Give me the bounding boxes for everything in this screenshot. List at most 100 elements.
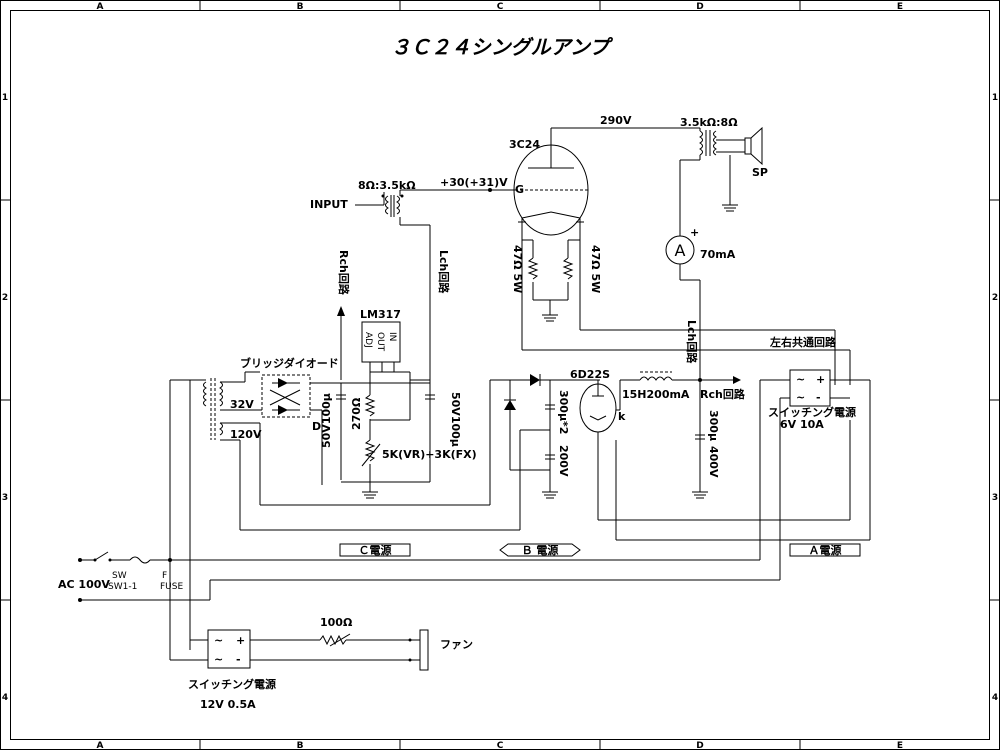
grid-row-1-left: 1 (2, 93, 8, 103)
cap-400v-label: 400V (707, 446, 720, 478)
output-transformer (699, 130, 717, 156)
grid-col-e-top: E (897, 2, 903, 12)
a-supply-tag: Ａ電源 (789, 543, 861, 557)
ammeter-plus: + (690, 226, 699, 239)
cap-50v-100u-a-label: 50V100μ (320, 393, 333, 448)
power-switch (94, 551, 109, 561)
tube-3c24 (513, 128, 589, 236)
resistor-270 (364, 394, 376, 417)
common-circuit-label: 左右共通回路 (769, 335, 837, 349)
rectifier-tube-6d22s (579, 380, 617, 433)
grid-row-3-right: 3 (992, 493, 998, 503)
fan-label: ファン (440, 638, 473, 651)
b-supply-label: Ｂ 電源 (522, 543, 559, 557)
grid-col-c-bottom: C (497, 741, 504, 750)
grid-col-b-top: B (297, 2, 304, 12)
resistor-100 (319, 634, 347, 646)
psu-fan-label: スイッチング電源 (188, 677, 276, 691)
tap-32v-label: 32V (230, 398, 254, 411)
psu-fan-rating: 12V 0.5A (200, 698, 256, 711)
b-plus-label: 290V (600, 114, 632, 127)
rectifier-label: 6D22S (570, 368, 610, 381)
switching-psu-a (789, 369, 831, 407)
grid-col-d-bottom: D (696, 741, 703, 750)
speaker-icon (744, 126, 763, 166)
fuse-f-label: F (162, 571, 167, 581)
resistor-100-label: 100Ω (320, 616, 353, 629)
psu-fan-tilde-2: ~ (214, 653, 223, 666)
cap-200v-label: 200V (557, 445, 570, 477)
ac-100v-label: AC 100V (58, 578, 110, 591)
fuse-label: FUSE (160, 582, 183, 592)
rch-circuit-label: Rch回路 (337, 250, 351, 296)
psu-a-plus: + (816, 373, 825, 386)
variable-resistor (364, 439, 376, 462)
cap-50v-100u-b-label: 50V100μ (449, 392, 462, 447)
bridge-label: ブリッジダイオード (240, 356, 339, 370)
grid-bias-label: +30(+31)V (440, 176, 508, 189)
resistor-47-right (562, 257, 574, 280)
plate-current-label: 70mA (700, 248, 736, 261)
switch-id-label: SW1-1 (108, 582, 137, 592)
grid-col-c-top: C (497, 2, 504, 12)
tap-120v-label: 120V (230, 428, 262, 441)
schematic-title: ３Ｃ２４シングルアンプ (391, 35, 614, 59)
grid-row-1-right: 1 (992, 93, 998, 103)
psu-a-minus: - (816, 391, 821, 404)
grid-col-a-bottom: A (97, 741, 104, 750)
fuse-icon (129, 556, 151, 564)
tube-label: 3C24 (509, 138, 540, 151)
psu-fan-minus: - (236, 653, 241, 666)
lm317-in: IN (387, 332, 397, 341)
lm317-out: OUT (375, 332, 385, 352)
resistor-47-left-label: 47Ω 5W (511, 245, 524, 293)
grid-row-2-right: 2 (992, 293, 998, 303)
c-supply-label: Ｃ電源 (359, 543, 392, 557)
lm317-adj: ADJ (363, 332, 373, 348)
grid-pin-label: G (515, 183, 524, 196)
psu-fan-tilde-1: ~ (214, 634, 223, 647)
fan-icon (419, 629, 429, 671)
psu-a-tilde-1: ~ (796, 373, 805, 386)
lch-circuit-label-2: Lch回路 (685, 320, 699, 364)
grid-row-3-left: 3 (2, 493, 8, 503)
cap-300u-label: 300μ (707, 410, 720, 441)
input-transformer-ratio: 8Ω:3.5kΩ (358, 179, 416, 192)
psu-a-rating: 6V 10A (780, 418, 824, 431)
lch-circuit-label-1: Lch回路 (437, 250, 451, 294)
speaker-label: SP (752, 166, 768, 179)
grid-col-a-top: A (97, 2, 104, 12)
input-transformer (381, 194, 404, 217)
grid-row-2-left: 2 (2, 293, 8, 303)
switching-psu-fan (207, 629, 251, 669)
input-label: INPUT (310, 198, 348, 211)
c-supply-tag: Ｃ電源 (339, 543, 411, 557)
choke-label: 15H200mA (622, 388, 690, 401)
k-pin-label: k (618, 410, 626, 423)
choke-coil (639, 376, 673, 381)
switch-label: SW (112, 571, 127, 581)
resistor-270-label: 270Ω (350, 397, 363, 430)
grid-row-4-left: 4 (2, 693, 8, 703)
grid-col-e-bottom: E (897, 741, 903, 750)
psu-a-tilde-2: ~ (796, 391, 805, 404)
diode-d-label: D (312, 420, 321, 433)
output-transformer-ratio: 3.5kΩ:8Ω (680, 116, 738, 129)
lm317-label: LM317 (360, 308, 401, 321)
resistor-47-left (527, 257, 539, 280)
b-supply-tag: Ｂ 電源 (499, 543, 581, 557)
grid-row-4-right: 4 (992, 693, 998, 703)
lm317-regulator (361, 321, 401, 363)
a-supply-label: Ａ電源 (809, 543, 842, 557)
grid-col-b-bottom: B (297, 741, 304, 750)
psu-a-label: スイッチング電源 (768, 405, 856, 419)
rch-out-label: Rch回路 (700, 387, 746, 401)
power-transformer (203, 378, 223, 440)
vr-label: 5K(VR)+3K(FX) (382, 448, 477, 461)
resistor-47-right-label: 47Ω 5W (589, 245, 602, 293)
ammeter-symbol: A (675, 241, 686, 260)
cap-300u-x2-label: 300μ*2 (557, 390, 570, 434)
grid-col-d-top: D (696, 2, 703, 12)
